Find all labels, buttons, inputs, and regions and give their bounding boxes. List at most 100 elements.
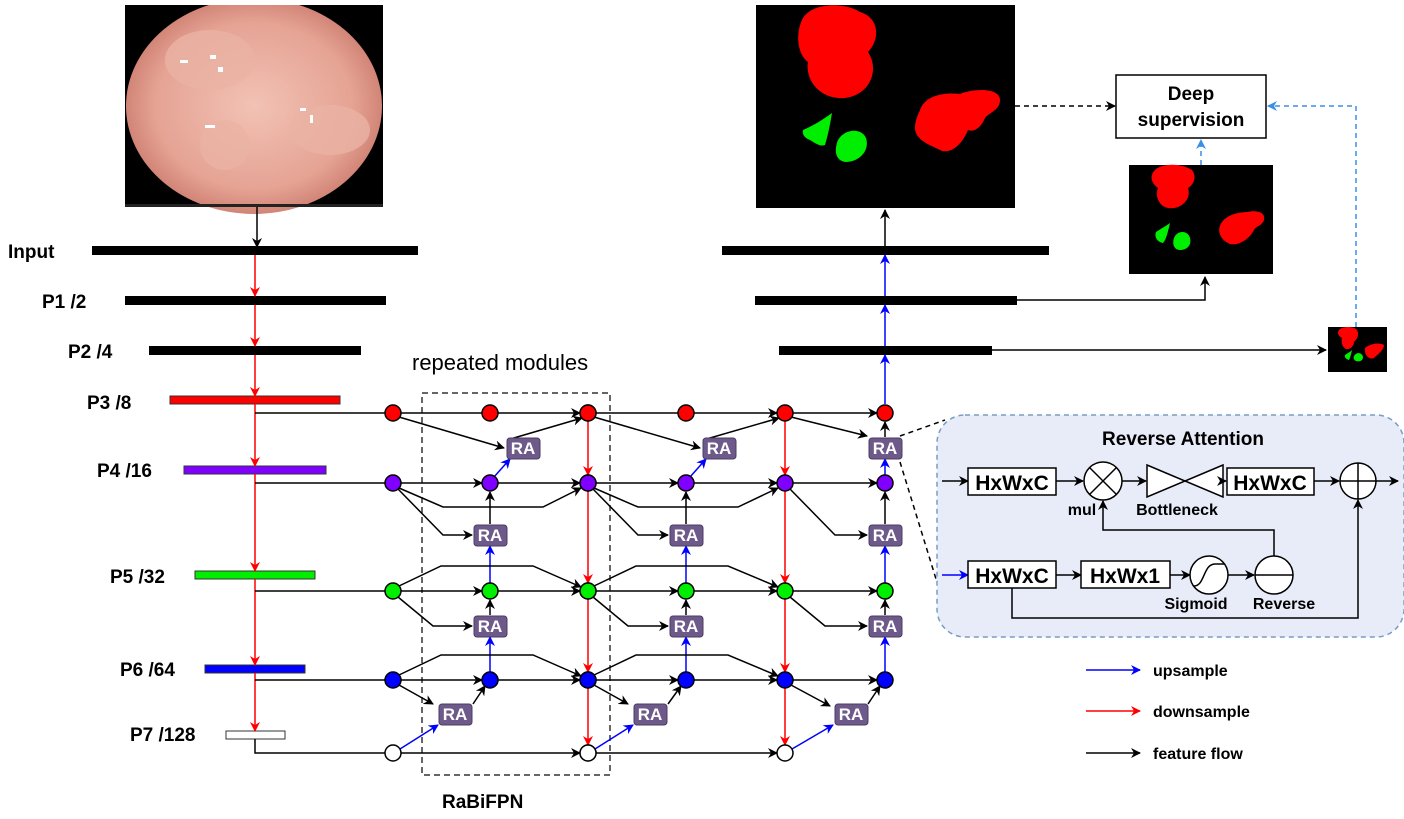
p2-bar xyxy=(149,346,361,355)
edge xyxy=(397,488,473,540)
ra-block: RA xyxy=(506,437,541,460)
ra-box-bottom-mid xyxy=(1080,560,1171,589)
ra-block: RA xyxy=(473,524,508,547)
label-p7: P7 /128 xyxy=(130,725,196,746)
edge xyxy=(702,415,780,441)
ra-box-top-right-label: HxWxC xyxy=(1233,472,1307,495)
fpn-node-p4 xyxy=(481,474,499,492)
sigmoid-label: Sigmoid xyxy=(1164,596,1227,613)
ra-label: RA xyxy=(478,526,503,545)
fpn-node-p6 xyxy=(384,671,402,689)
fpn-node-p3 xyxy=(677,404,695,422)
ra-block: RA xyxy=(633,703,668,726)
ra-block: RA xyxy=(473,615,508,638)
fpn-node-p3 xyxy=(481,404,499,422)
ra-block: RA xyxy=(868,437,903,460)
deep-supervision-line2: supervision xyxy=(1138,110,1245,131)
sigmoid-icon xyxy=(1189,555,1229,595)
ra-label: RA xyxy=(674,526,699,545)
fpn-node-p5 xyxy=(481,582,499,600)
edge xyxy=(472,685,486,705)
label-p6: P6 /64 xyxy=(120,660,175,681)
ra-label: RA xyxy=(839,705,864,724)
p1-bar xyxy=(125,296,386,305)
multiply-icon xyxy=(1083,461,1123,501)
output-mask-large xyxy=(756,5,1015,208)
reverse-label: Reverse xyxy=(1253,596,1315,613)
fpn-node-p3 xyxy=(579,404,597,422)
edge xyxy=(789,488,868,540)
ra-label: RA xyxy=(478,617,503,636)
reverse-attention-panel: Reverse Attention HxWxC mul Bottleneck H… xyxy=(899,414,1404,638)
fpn-nodes xyxy=(384,404,894,762)
decoder-bar-1 xyxy=(722,246,1049,255)
edge xyxy=(397,596,473,631)
fpn-node-p5 xyxy=(579,582,597,600)
edge xyxy=(790,684,831,707)
fpn-node-p6 xyxy=(481,671,499,689)
ra-block: RA xyxy=(834,703,869,726)
ra-label: RA xyxy=(707,439,732,458)
fpn-node-p5 xyxy=(677,582,695,600)
fpn-node-p7 xyxy=(776,744,794,762)
edge xyxy=(791,724,834,750)
fpn-node-p3 xyxy=(384,404,402,422)
fpn-node-p4 xyxy=(579,474,597,492)
ra-label: RA xyxy=(873,439,898,458)
fpn-edges xyxy=(397,408,890,758)
ra-box-top-right xyxy=(1226,467,1315,496)
decoder-bar-2 xyxy=(755,296,1017,305)
edge xyxy=(789,596,868,631)
backbone xyxy=(92,246,418,754)
reverse-icon xyxy=(1254,555,1294,595)
fpn-node-p5 xyxy=(384,582,402,600)
input-bar xyxy=(92,246,418,255)
edge xyxy=(790,416,868,439)
ra-box-bottom-left-label: HxWxC xyxy=(975,565,1049,588)
ra-block: RA xyxy=(702,437,737,460)
edge xyxy=(398,684,434,705)
mul-label: mul xyxy=(1068,502,1096,519)
edge xyxy=(593,416,701,451)
ra-block: RA xyxy=(669,524,704,547)
bottleneck-label: Bottleneck xyxy=(1136,502,1218,519)
p4-bar xyxy=(183,465,327,475)
input-endoscopy-image xyxy=(125,0,383,214)
label-p2: P2 /4 xyxy=(68,342,113,363)
p3-bar xyxy=(169,395,341,405)
edge xyxy=(398,416,505,451)
edge xyxy=(667,685,682,705)
ra-label: RA xyxy=(638,705,663,724)
ra-block: RA xyxy=(868,615,903,638)
edge xyxy=(592,596,669,631)
label-p4: P4 /16 xyxy=(97,461,152,482)
label-p5: P5 /32 xyxy=(110,567,165,588)
edge xyxy=(399,724,439,750)
ra-block: RA xyxy=(438,703,473,726)
edge xyxy=(398,487,582,508)
fpn-node-p4 xyxy=(384,474,402,492)
edge xyxy=(593,565,779,589)
output-mask-medium xyxy=(1129,164,1273,274)
label-p3: P3 /8 xyxy=(87,393,131,414)
reverse-attention-title: Reverse Attention xyxy=(1102,429,1264,450)
deep-supervision-line1: Deep xyxy=(1168,84,1214,105)
fpn-node-p6 xyxy=(677,671,695,689)
fpn-node-p3 xyxy=(876,404,894,422)
edge xyxy=(594,724,634,750)
fpn-node-p4 xyxy=(876,474,894,492)
fpn-node-p5 xyxy=(876,582,894,600)
ra-label: RA xyxy=(873,617,898,636)
ra-box-top-left-label: HxWxC xyxy=(975,472,1049,495)
p7-bar xyxy=(225,730,286,740)
legend-feature-flow-label: feature flow xyxy=(1153,746,1243,763)
fpn-node-p7 xyxy=(579,744,597,762)
edge xyxy=(592,488,669,540)
p6-bar xyxy=(204,664,306,674)
edge xyxy=(593,684,629,705)
fpn-node-p6 xyxy=(776,671,794,689)
ra-block: RA xyxy=(868,524,903,547)
ra-label: RA xyxy=(511,439,536,458)
edge xyxy=(506,415,583,441)
ra-box-bottom-mid-label: HxWx1 xyxy=(1090,565,1160,588)
